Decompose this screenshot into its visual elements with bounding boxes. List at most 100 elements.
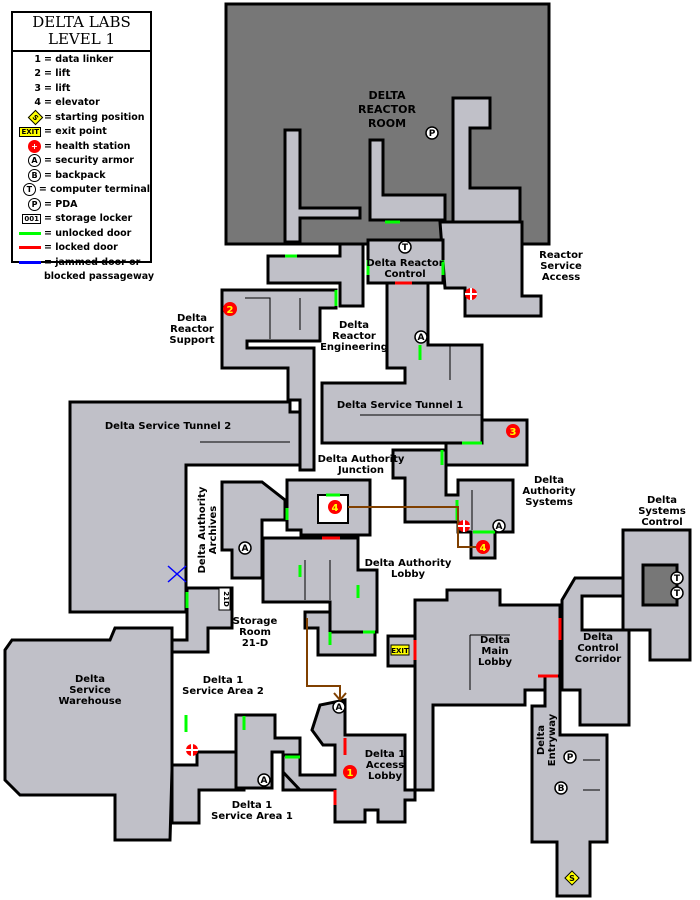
starting-position-icon[interactable]: S bbox=[564, 870, 580, 886]
svg-text:REACTOR: REACTOR bbox=[358, 103, 416, 116]
exit-icon: EXIT bbox=[19, 126, 41, 137]
legend-label: = unlocked door bbox=[44, 227, 132, 239]
computer-terminal-icon[interactable]: T bbox=[670, 586, 684, 600]
legend-label: = storage locker bbox=[44, 213, 133, 225]
legend-label: blocked passageway bbox=[44, 271, 155, 283]
legend-item: 1= data linker bbox=[13, 52, 150, 67]
svg-text:Service Area 1: Service Area 1 bbox=[211, 811, 293, 822]
security-armor-icon[interactable]: A bbox=[492, 519, 506, 533]
label-service-tunnel-2: Delta Service Tunnel 2 bbox=[105, 421, 231, 432]
legend-item: = locked door bbox=[13, 241, 150, 256]
legend-label: = starting position bbox=[44, 111, 145, 123]
legend-label: = lift bbox=[44, 82, 71, 94]
legend-number: 1 bbox=[34, 53, 41, 65]
legend-item: B= backpack bbox=[13, 168, 150, 183]
reactor-support bbox=[220, 288, 338, 472]
legend-number: 2 bbox=[34, 68, 41, 80]
svg-text:A: A bbox=[418, 333, 425, 343]
backpack-icon: B bbox=[17, 168, 41, 182]
svg-text:EXIT: EXIT bbox=[391, 647, 409, 655]
svg-text:Reactor: Reactor bbox=[539, 250, 583, 261]
legend-item: = jammed door or bbox=[13, 255, 150, 270]
health-station-icon: + bbox=[17, 139, 41, 153]
svg-text:Warehouse: Warehouse bbox=[59, 696, 122, 707]
svg-text:Service: Service bbox=[69, 685, 111, 696]
svg-text:Delta Authority: Delta Authority bbox=[365, 558, 452, 569]
backpack-icon[interactable]: B bbox=[554, 781, 568, 795]
svg-text:Delta: Delta bbox=[480, 635, 510, 646]
svg-text:Storage: Storage bbox=[233, 616, 278, 627]
door-line-icon bbox=[17, 246, 41, 250]
authority-lobby bbox=[261, 536, 379, 634]
reactor-corridor-left bbox=[283, 128, 362, 244]
svg-text:Authority: Authority bbox=[522, 486, 576, 497]
elevator-marker[interactable]: 4 bbox=[328, 500, 342, 514]
legend-number: 3 bbox=[34, 82, 41, 94]
legend-item: A= security armor bbox=[13, 154, 150, 169]
pipe-room bbox=[303, 610, 377, 657]
svg-text:21-D: 21-D bbox=[242, 638, 268, 649]
lift-2-marker[interactable]: 2 bbox=[223, 302, 237, 316]
svg-text:Delta: Delta bbox=[647, 495, 677, 506]
health-station-icon[interactable] bbox=[458, 520, 470, 532]
svg-text:Service Area 2: Service Area 2 bbox=[182, 686, 264, 697]
reactor-corridor-center bbox=[368, 138, 447, 222]
elevator-marker[interactable]: 4 bbox=[476, 540, 490, 554]
exit-icon[interactable]: EXIT bbox=[390, 644, 410, 656]
svg-text:Delta 1: Delta 1 bbox=[365, 749, 406, 760]
jammed-door bbox=[167, 565, 187, 583]
pda-icon[interactable]: P bbox=[425, 126, 439, 140]
pipe-route-arrow bbox=[306, 618, 347, 702]
interior-walls bbox=[200, 297, 600, 791]
terminal-alcove bbox=[641, 563, 679, 607]
health-station-icon[interactable] bbox=[465, 288, 477, 300]
svg-text:Access: Access bbox=[542, 272, 580, 283]
legend-label: = locked door bbox=[44, 242, 118, 254]
legend-item: 001= storage locker bbox=[13, 212, 150, 227]
storage-locker-icon[interactable]: 21D bbox=[218, 587, 231, 611]
legend-title-line: DELTA LABS bbox=[32, 13, 131, 31]
locked-doors bbox=[322, 281, 562, 805]
security-armor-icon[interactable]: A bbox=[238, 541, 252, 555]
svg-text:Delta: Delta bbox=[534, 475, 564, 486]
svg-text:4: 4 bbox=[480, 543, 487, 554]
data-linker-marker[interactable]: 1 bbox=[343, 765, 357, 779]
label-service-tunnel-1: Delta Service Tunnel 1 bbox=[337, 400, 463, 411]
svg-text:Systems: Systems bbox=[525, 497, 573, 508]
computer-terminal-icon[interactable]: T bbox=[670, 571, 684, 585]
lift-3-marker[interactable]: 3 bbox=[506, 424, 520, 438]
pda-icon[interactable]: P bbox=[563, 750, 577, 764]
starting-position-icon: S bbox=[17, 109, 44, 126]
legend-item: 3= lift bbox=[13, 81, 150, 96]
svg-text:Delta 1: Delta 1 bbox=[203, 675, 244, 686]
legend-label: = jammed door or bbox=[44, 256, 141, 268]
health-station-icon[interactable] bbox=[186, 744, 198, 756]
computer-terminal-icon[interactable]: T bbox=[398, 240, 412, 254]
legend-item: = unlocked door bbox=[13, 226, 150, 241]
svg-text:Delta Reactor: Delta Reactor bbox=[366, 258, 443, 269]
svg-text:1: 1 bbox=[347, 768, 354, 779]
svg-text:S: S bbox=[569, 874, 575, 883]
security-armor-icon[interactable]: A bbox=[414, 330, 428, 344]
svg-text:Corridor: Corridor bbox=[575, 654, 622, 665]
security-armor-icon[interactable]: A bbox=[332, 700, 346, 714]
storage-locker-icon: 001 bbox=[22, 213, 41, 224]
svg-text:Control: Control bbox=[641, 517, 682, 528]
svg-text:A: A bbox=[261, 776, 268, 786]
svg-text:Lobby: Lobby bbox=[391, 569, 426, 580]
svg-text:Systems: Systems bbox=[638, 506, 686, 517]
svg-text:Entryway: Entryway bbox=[547, 713, 558, 766]
security-armor-icon[interactable]: A bbox=[257, 773, 271, 787]
svg-text:Delta: Delta bbox=[536, 725, 547, 755]
